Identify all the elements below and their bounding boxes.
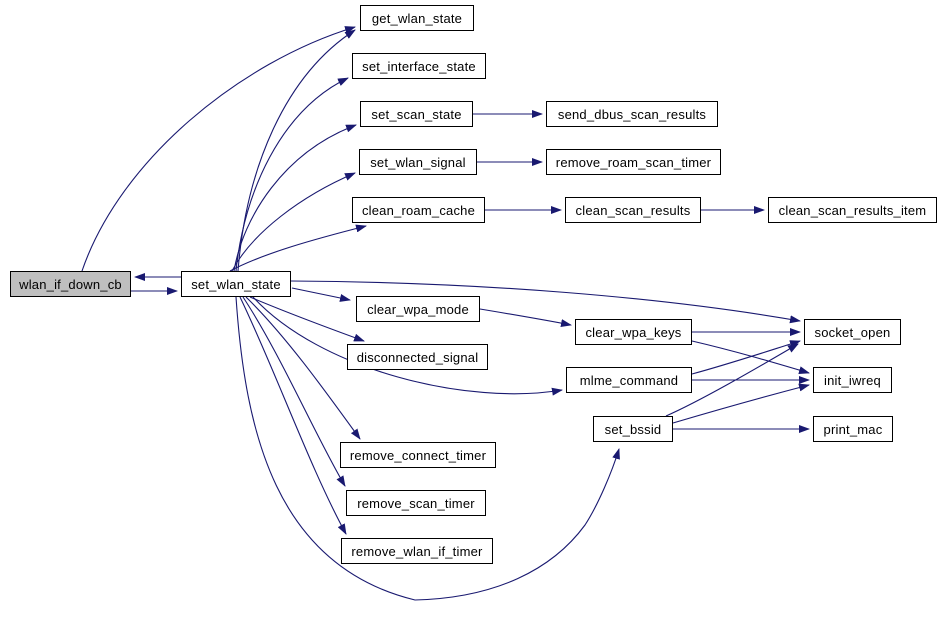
node-set_scan_state[interactable]: set_scan_state (360, 101, 473, 127)
edge-set_wlan_state-to-set_interface_state (235, 77, 349, 272)
node-label: init_iwreq (824, 372, 881, 388)
node-label: print_mac (823, 421, 883, 437)
node-label: mlme_command (579, 372, 679, 388)
node-label: send_dbus_scan_results (557, 106, 707, 122)
node-init_iwreq[interactable]: init_iwreq (813, 367, 892, 393)
node-set_wlan_state[interactable]: set_wlan_state (181, 271, 291, 297)
node-label: clear_wpa_keys (585, 324, 682, 340)
node-set_wlan_signal[interactable]: set_wlan_signal (359, 149, 477, 175)
node-label: clean_roam_cache (361, 202, 476, 218)
edge-set_wlan_state-to-set_wlan_signal (231, 172, 356, 272)
edge-wlan_if_down_cb-to-get_wlan_state (81, 26, 356, 272)
node-label: set_wlan_signal (370, 154, 466, 170)
node-label: remove_wlan_if_timer (351, 543, 483, 559)
node-remove_connect_timer[interactable]: remove_connect_timer (340, 442, 496, 468)
node-mlme_command[interactable]: mlme_command (566, 367, 692, 393)
node-clean_scan_results[interactable]: clean_scan_results (565, 197, 701, 223)
node-remove_wlan_if_timer[interactable]: remove_wlan_if_timer (341, 538, 493, 564)
edge-clear_wpa_mode-to-clear_wpa_keys (479, 308, 572, 328)
node-label: set_interface_state (362, 58, 476, 74)
edge-set_wlan_state-to-remove_connect_timer (245, 296, 361, 440)
node-label: set_wlan_state (191, 276, 281, 292)
node-label: remove_connect_timer (349, 447, 487, 463)
node-label: clear_wpa_mode (367, 301, 469, 317)
edge-set_bssid-to-socket_open (665, 343, 799, 417)
edge-set_wlan_state-to-set_scan_state (233, 124, 357, 272)
node-label: set_bssid (604, 421, 662, 437)
node-set_interface_state[interactable]: set_interface_state (352, 53, 486, 79)
edge-set_wlan_state-to-clean_roam_cache (229, 224, 367, 272)
node-clean_scan_results_item[interactable]: clean_scan_results_item (768, 197, 937, 223)
node-clear_wpa_mode[interactable]: clear_wpa_mode (356, 296, 480, 322)
edge-set_bssid-to-init_iwreq (672, 383, 810, 424)
node-remove_scan_timer[interactable]: remove_scan_timer (346, 490, 486, 516)
edge-set_wlan_state-to-disconnected_signal (249, 296, 365, 342)
node-label: wlan_if_down_cb (19, 276, 122, 292)
node-label: clean_scan_results (575, 202, 691, 218)
node-label: remove_scan_timer (357, 495, 475, 511)
node-clean_roam_cache[interactable]: clean_roam_cache (352, 197, 485, 223)
node-label: socket_open (814, 324, 891, 340)
node-label: disconnected_signal (356, 349, 479, 365)
edge-set_wlan_state-to-socket_open (290, 280, 801, 324)
node-set_bssid[interactable]: set_bssid (593, 416, 673, 442)
edge-set_wlan_state-to-set_bssid (235, 296, 620, 601)
edge-set_wlan_state-to-clear_wpa_mode (291, 287, 351, 302)
node-remove_roam_scan_timer[interactable]: remove_roam_scan_timer (546, 149, 721, 175)
edge-set_wlan_state-to-remove_wlan_if_timer (239, 296, 347, 535)
node-send_dbus_scan_results[interactable]: send_dbus_scan_results (546, 101, 718, 127)
node-get_wlan_state[interactable]: get_wlan_state (360, 5, 474, 31)
node-wlan_if_down_cb: wlan_if_down_cb (10, 271, 131, 297)
node-label: clean_scan_results_item (778, 202, 927, 218)
node-disconnected_signal[interactable]: disconnected_signal (347, 344, 488, 370)
node-socket_open[interactable]: socket_open (804, 319, 901, 345)
node-label: get_wlan_state (371, 10, 463, 26)
edge-set_wlan_state-to-get_wlan_state (237, 29, 356, 272)
edge-set_wlan_state-to-mlme_command (252, 296, 563, 396)
node-print_mac[interactable]: print_mac (813, 416, 893, 442)
node-label: set_scan_state (371, 106, 462, 122)
edge-set_wlan_state-to-remove_scan_timer (242, 296, 346, 487)
node-label: remove_roam_scan_timer (555, 154, 712, 170)
edge-mlme_command-to-socket_open (691, 340, 801, 375)
node-clear_wpa_keys[interactable]: clear_wpa_keys (575, 319, 692, 345)
edge-clear_wpa_keys-to-init_iwreq (691, 340, 810, 374)
